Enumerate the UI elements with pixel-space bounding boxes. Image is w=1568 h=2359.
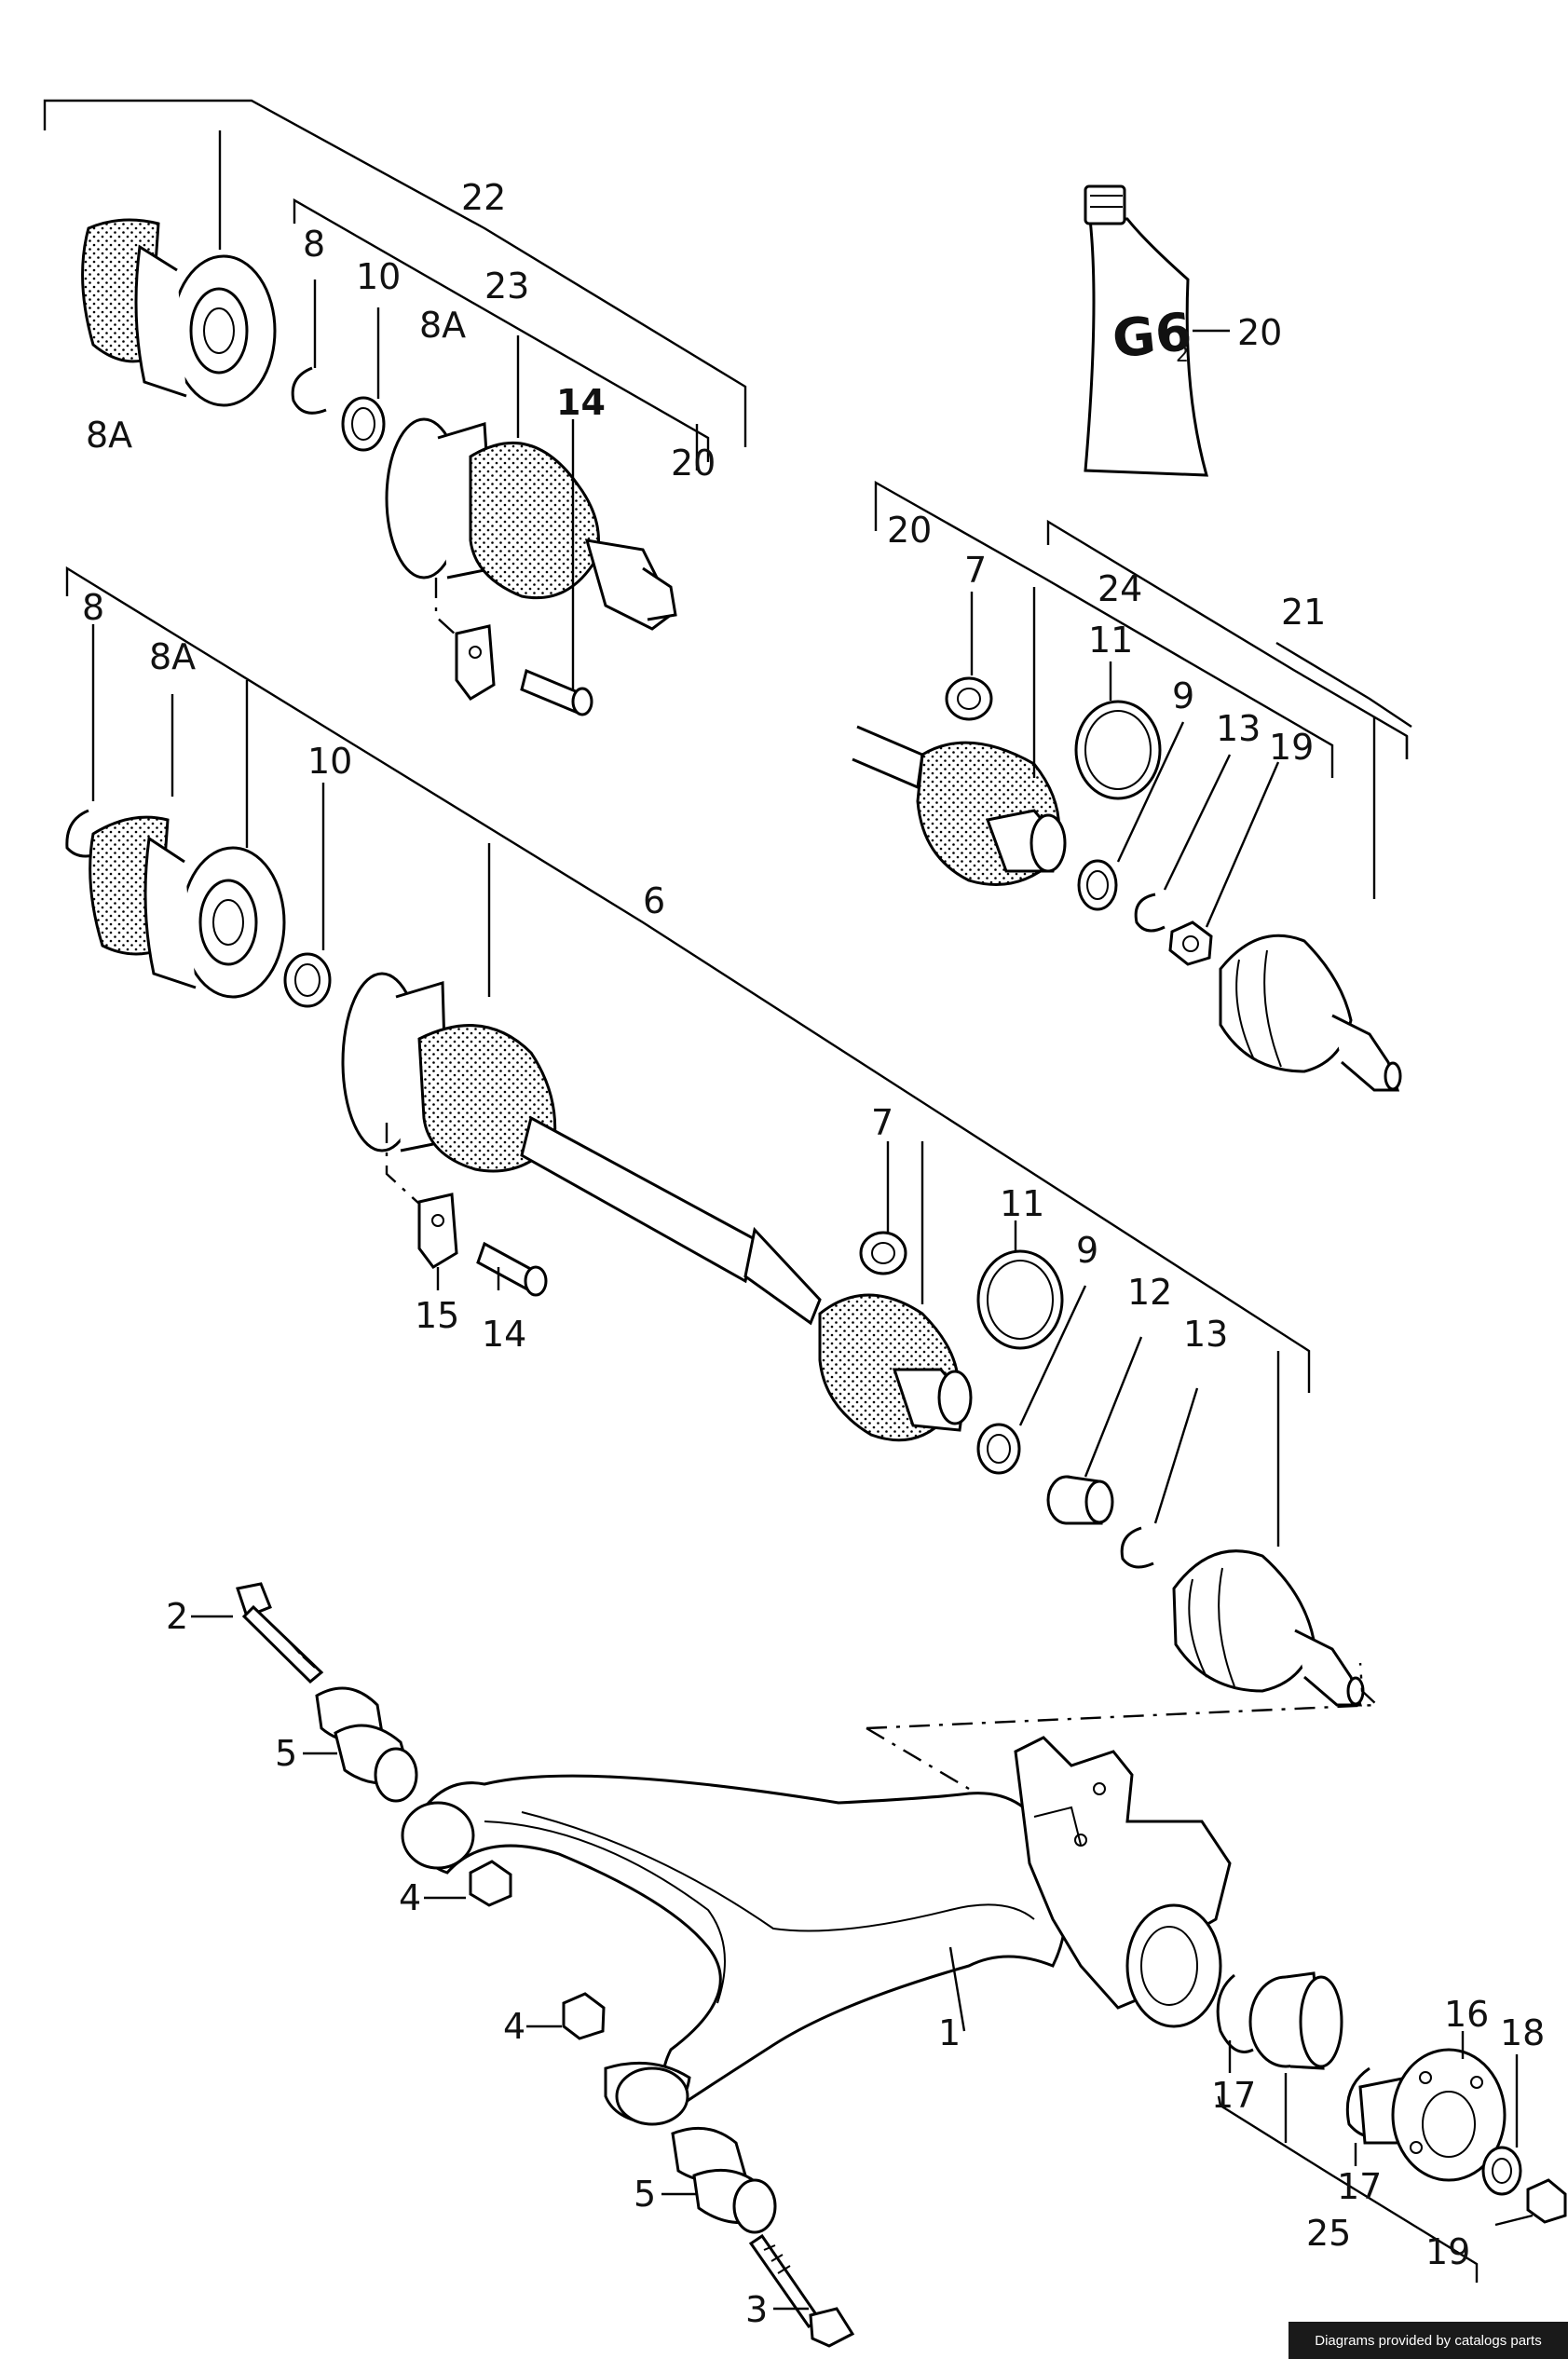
callout-13-mid: 13 <box>1183 1314 1228 1355</box>
callout-8a-mid: 8A <box>149 636 196 677</box>
callout-6: 6 <box>643 880 665 921</box>
bracket-23 <box>293 198 710 462</box>
callout-5-bottom: 5 <box>634 2174 656 2215</box>
callout-9-right: 9 <box>1172 675 1194 716</box>
callout-19-right: 19 <box>1269 727 1314 768</box>
callout-11-right: 11 <box>1088 620 1133 661</box>
cv-boot-outer-right <box>1219 934 1402 1092</box>
callout-14-top: 14 <box>556 382 606 423</box>
callout-10-top: 10 <box>356 256 401 297</box>
credit-footer: Diagrams provided by catalogs parts <box>1288 2322 1568 2359</box>
nut-4-top <box>469 1860 512 1907</box>
callout-3: 3 <box>745 2289 768 2330</box>
bushing-5-bottom <box>671 2126 777 2234</box>
middle-driveshaft-assembly <box>65 566 1365 1707</box>
tube-label: G6 <box>1110 302 1194 371</box>
bolt-2 <box>236 1582 324 1684</box>
bracket-22 <box>43 99 747 447</box>
callout-22: 22 <box>461 177 506 218</box>
callout-19-bottom: 19 <box>1425 2231 1470 2272</box>
callout-25: 25 <box>1306 2213 1351 2254</box>
bracket-plate-top <box>434 578 496 701</box>
callout-12: 12 <box>1127 1272 1172 1313</box>
top-driveshaft-assembly <box>43 99 747 716</box>
circlip-8-top <box>291 366 327 415</box>
callout-8-mid: 8 <box>82 587 104 628</box>
hub-carrier <box>1014 1736 1232 2028</box>
bolt-14-top <box>520 668 593 716</box>
control-arm-assembly <box>191 1582 1567 2348</box>
callout-8a-topleft: 8A <box>86 415 132 456</box>
nut-4-bottom <box>562 1992 606 2040</box>
callout-8a-top: 8A <box>419 305 466 346</box>
bracket-25 <box>1217 2095 1479 2283</box>
washer-9-right <box>1077 859 1118 911</box>
callout-5-top: 5 <box>275 1733 297 1774</box>
callout-9-mid: 9 <box>1076 1230 1098 1271</box>
clamp-11-right <box>1074 700 1162 800</box>
callout-15: 15 <box>415 1295 459 1336</box>
callout-23: 23 <box>484 266 529 307</box>
callout-7-right: 7 <box>964 550 987 591</box>
driveshaft-mid <box>341 972 973 1442</box>
callout-10-mid: 10 <box>307 741 352 782</box>
bracket-6 <box>65 566 1311 1393</box>
callout-8-top: 8 <box>303 224 325 265</box>
callout-16: 16 <box>1444 1994 1489 2035</box>
callout-17-a: 17 <box>1211 2075 1256 2116</box>
callout-2: 2 <box>166 1596 188 1637</box>
cv-boot-outer-mid <box>1172 1549 1365 1707</box>
callout-20-right: 20 <box>887 510 932 551</box>
control-arm <box>408 1774 1068 2107</box>
bracket-plate-15 <box>385 1123 458 1269</box>
callout-24: 24 <box>1098 568 1142 609</box>
cv-joint-housing-mid <box>89 815 286 999</box>
washer-10-mid <box>283 952 332 1008</box>
callout-20-tube: 20 <box>1237 312 1282 353</box>
nut-19-bottom <box>1526 2178 1567 2224</box>
callout-20-top: 20 <box>671 443 716 484</box>
grease-tube-icon: G6 2 <box>1084 184 1208 477</box>
circlip-13-mid <box>1120 1526 1154 1569</box>
callout-18: 18 <box>1500 2012 1545 2053</box>
wheel-hub-16 <box>1358 2048 1507 2182</box>
callout-11-mid: 11 <box>1000 1183 1044 1224</box>
right-driveshaft-assembly <box>852 480 1412 1092</box>
arm-lower-end <box>604 2061 691 2126</box>
bolt-3 <box>748 2233 855 2348</box>
bracket-20-right <box>874 480 1334 778</box>
clamp-11-mid <box>976 1249 1064 1350</box>
callout-1: 1 <box>938 2012 961 2053</box>
clamp-7-right <box>945 676 993 721</box>
callout-13-right: 13 <box>1216 708 1261 749</box>
circlip-17-a <box>1216 1973 1254 2053</box>
nut-19-right <box>1168 920 1213 966</box>
tube-sub: 2 <box>1176 344 1189 367</box>
cv-joint-boot-top <box>385 417 677 631</box>
bolt-14-mid <box>476 1241 548 1297</box>
clamp-7-mid <box>859 1231 907 1275</box>
callout-21: 21 <box>1281 592 1326 633</box>
washer-10-top <box>341 396 386 452</box>
callout-7-mid: 7 <box>871 1102 893 1143</box>
callout-17-b: 17 <box>1337 2166 1382 2207</box>
ring-12 <box>1046 1475 1114 1525</box>
bushing-5-top <box>315 1686 418 1803</box>
callout-4-top: 4 <box>399 1877 421 1918</box>
washer-9-mid <box>976 1423 1021 1475</box>
bearing <box>1248 1971 1343 2070</box>
callout-14-mid: 14 <box>482 1314 526 1355</box>
washer-18 <box>1481 2146 1522 2196</box>
alignment-line <box>866 1662 1380 1730</box>
circlip-13-right <box>1134 893 1166 933</box>
callout-4-bottom: 4 <box>503 2006 525 2047</box>
bracket-21 <box>1275 641 1412 728</box>
cv-joint-housing-top <box>81 218 277 407</box>
